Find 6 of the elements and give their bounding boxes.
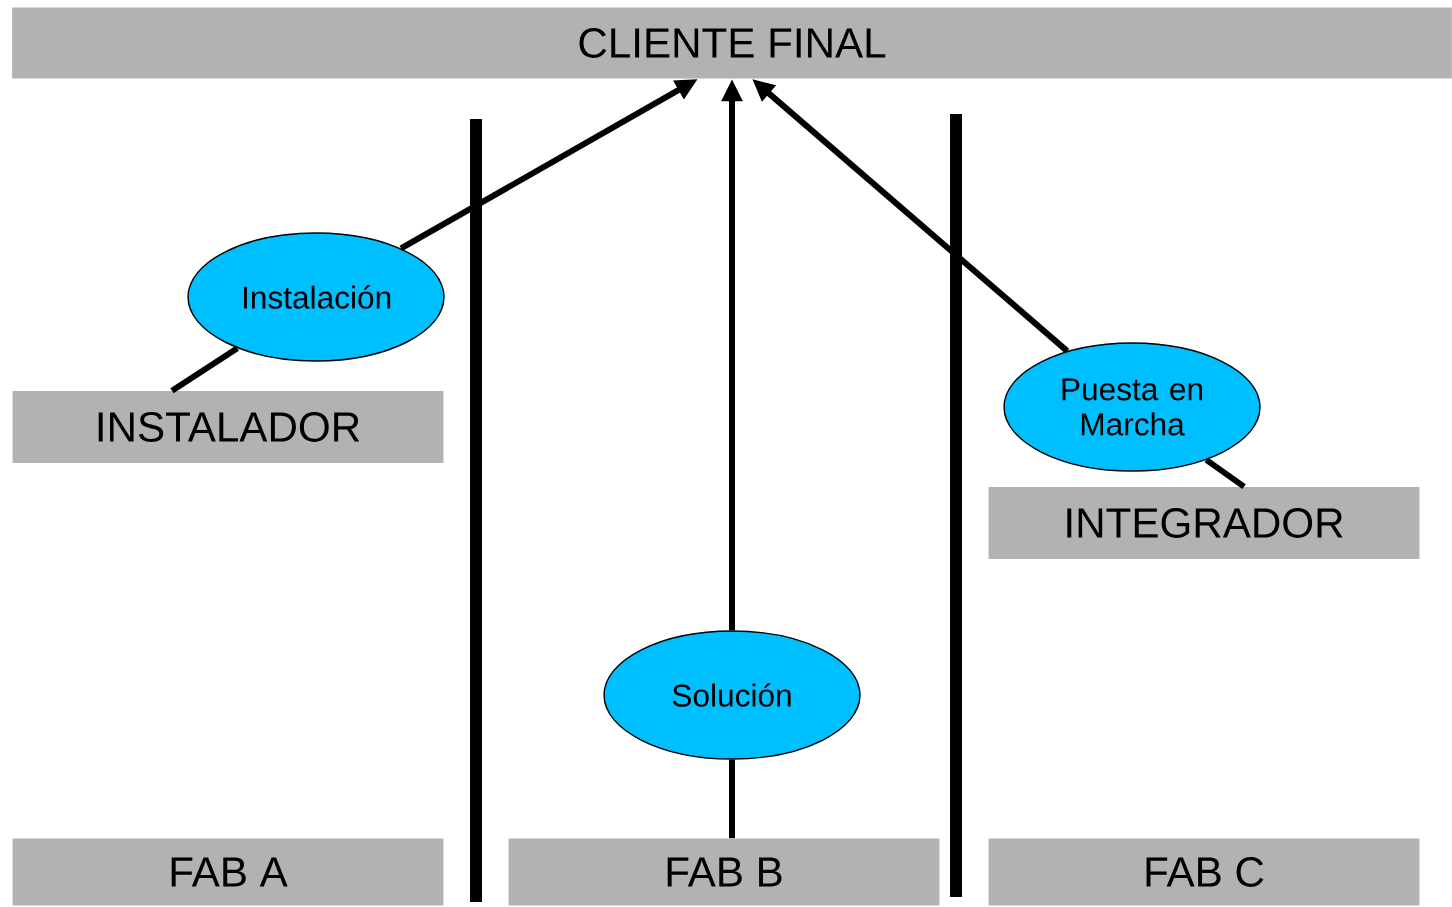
label-box: INTEGRADOR (988, 487, 1420, 559)
label-box: CLIENTE FINAL (12, 7, 1452, 79)
label-box: FAB C (988, 838, 1420, 906)
label-box: FAB A (12, 838, 444, 906)
label-box: INSTALADOR (12, 391, 444, 463)
label-box: FAB B (508, 838, 940, 906)
